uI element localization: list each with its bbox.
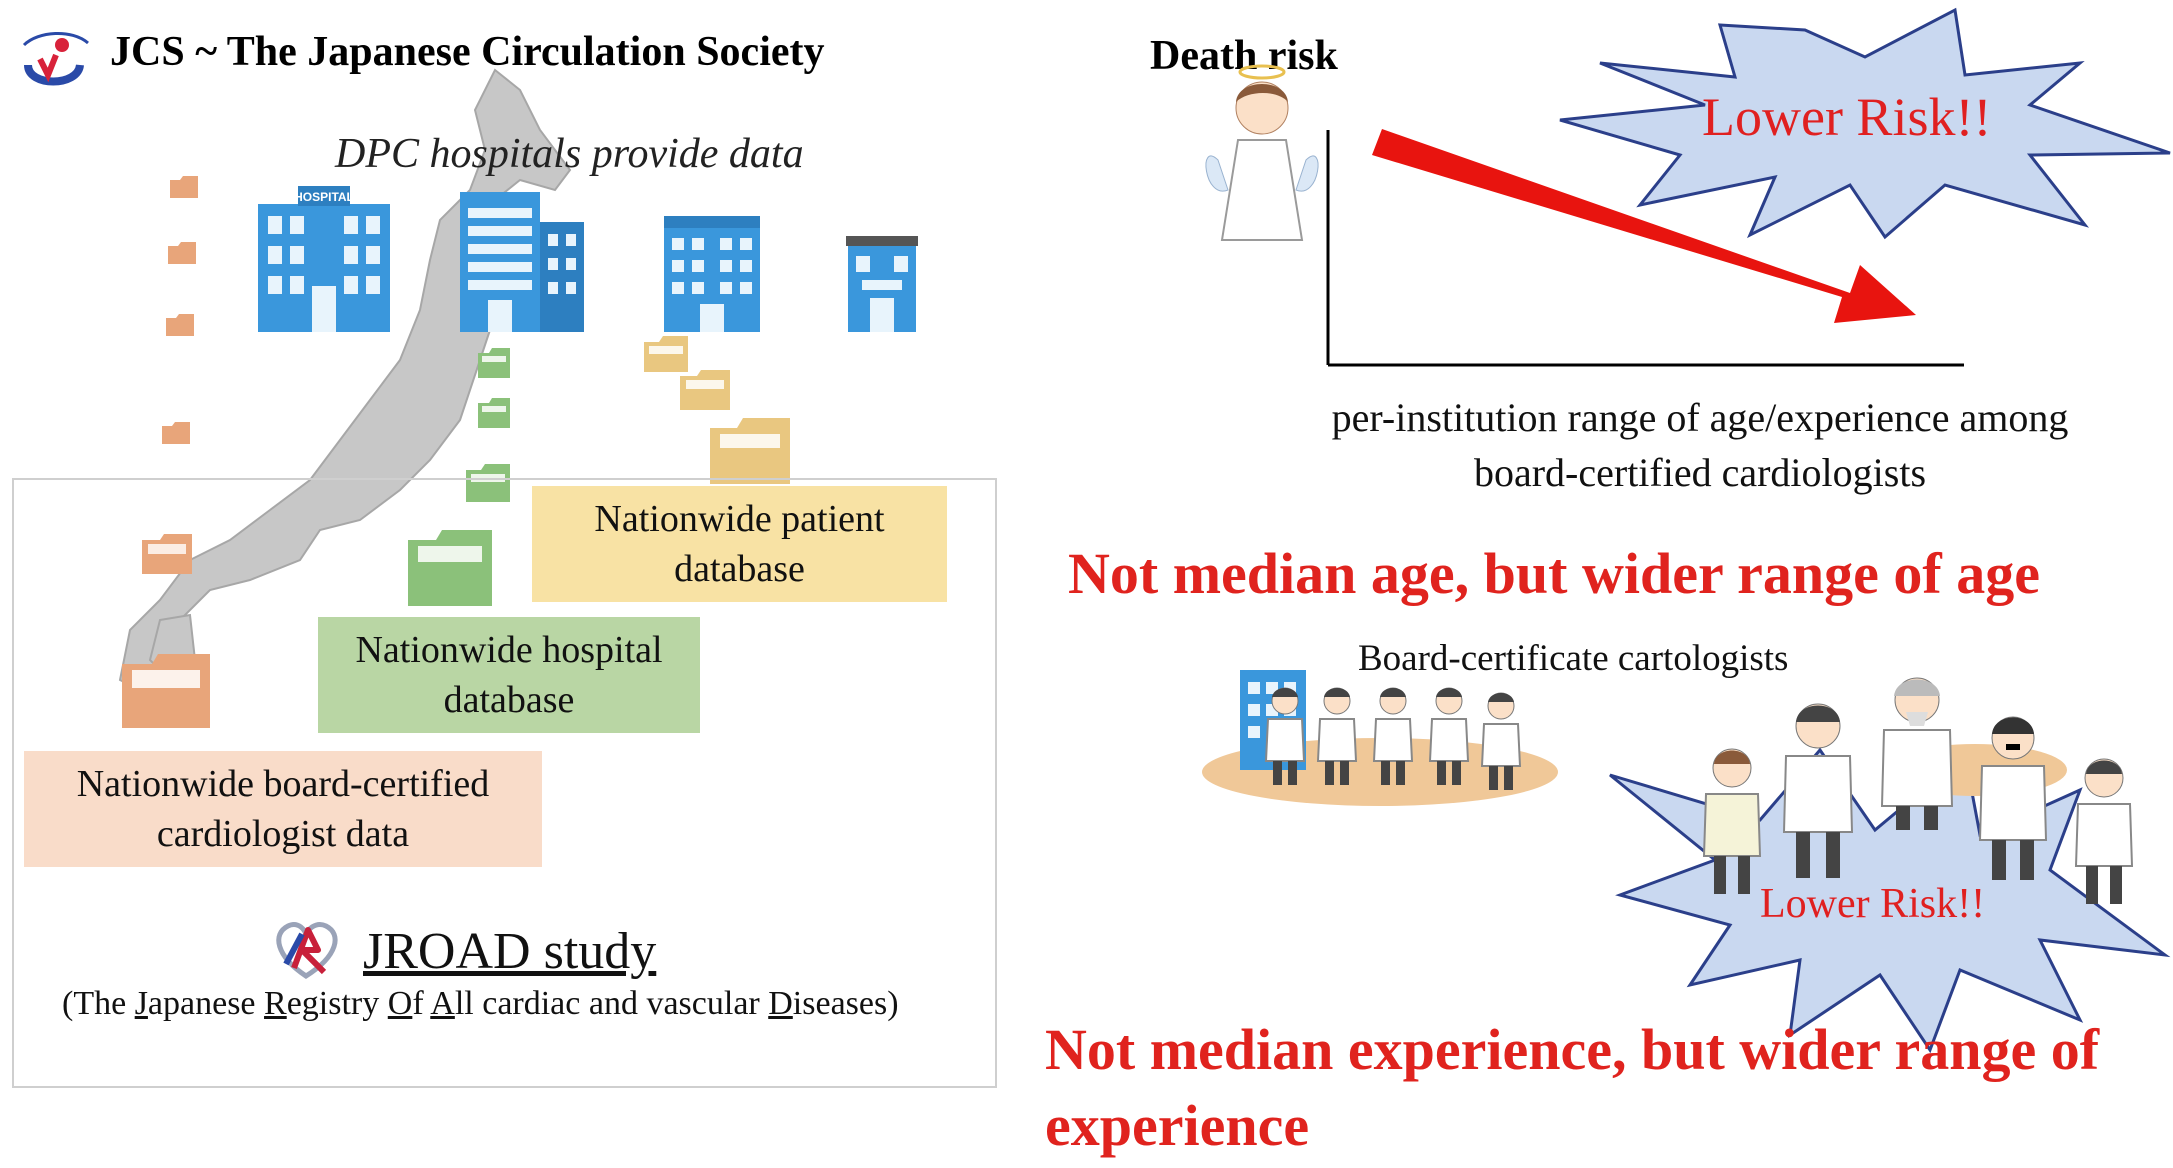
patient-database-line2: database: [674, 548, 805, 590]
headline-age: Not median age, but wider range of age: [1068, 541, 2040, 606]
x-axis-caption-line2: board-certified cardiologists: [1473, 450, 1927, 495]
x-axis-caption-line1: per-institution range of age/experience …: [1331, 395, 2069, 440]
mustached-doctor-icon: [1978, 716, 2048, 880]
death-risk-graph: [1326, 129, 1964, 367]
folder-icon: [122, 654, 210, 728]
young-doctor-icon: [1702, 748, 1762, 894]
cardiologist-database-line1: Nationwide board-certified: [76, 763, 490, 805]
subtitle-part: apanese: [147, 985, 265, 1022]
doctor-icon: [1316, 687, 1358, 785]
lower-risk-label-bottom: Lower Risk!!: [1760, 881, 1986, 927]
folder-icon: [408, 530, 492, 606]
doctor-icon: [1372, 687, 1414, 785]
lower-risk-label-top: Lower Risk!!: [1702, 87, 1992, 147]
subtitle-part: (The: [62, 985, 135, 1022]
hospital-database-line2: database: [443, 679, 575, 721]
cardiologist-database-box: Nationwide board-certified cardiologist d…: [24, 751, 542, 867]
folder-icon: [142, 534, 192, 574]
folder-icon: [478, 348, 510, 378]
dpc-caption: DPC hospitals provide data: [335, 131, 804, 177]
jroad-study-subtitle: (The Japanese Registry Of All cardiac an…: [62, 985, 899, 1023]
cardiologists-label: Board-certificate cartologists: [1358, 638, 1789, 679]
jcs-logo-icon: [22, 31, 89, 86]
x-axis-caption: per-institution range of age/experience …: [1200, 390, 2173, 500]
subtitle-initial-o: O: [387, 985, 413, 1022]
subtitle-part: egistry: [286, 985, 388, 1022]
cardiologist-database-line2: cardiologist data: [156, 813, 410, 855]
headline-experience: Not median experience, but wider range o…: [1045, 1017, 2100, 1158]
jroad-logo-icon: [276, 922, 338, 979]
subtitle-initial-j: J: [134, 985, 148, 1022]
decreasing-risk-arrow: [1372, 129, 1916, 323]
hospital-building-icon: HOSPITAL: [258, 186, 390, 332]
header-title: JCS ~ The Japanese Circulation Society: [110, 29, 825, 75]
folder-icon: [478, 398, 510, 428]
subtitle-part: ll cardiac and vascular: [454, 985, 769, 1022]
subtitle-initial-r: R: [264, 985, 287, 1022]
doctor-icon: [1480, 692, 1522, 790]
subtitle-part: f: [412, 985, 431, 1022]
hospital-sign: HOSPITAL: [294, 190, 354, 204]
hospital-database-line1: Nationwide hospital: [355, 629, 663, 671]
young-doctor-icon: [2074, 758, 2134, 904]
jroad-study-frame: [12, 478, 997, 1088]
hospital-building-icon: [664, 216, 760, 332]
lower-risk-burst-top: [1559, 7, 2171, 240]
folder-icon: [644, 336, 688, 372]
subtitle-initial-a: A: [430, 985, 455, 1022]
angel-icon: [1205, 64, 1319, 241]
jroad-study-title: JROAD study: [363, 923, 657, 980]
folder-icon: [168, 242, 196, 264]
doctor-icon: [1264, 687, 1306, 785]
hospital-database-box: Nationwide hospital database: [318, 617, 700, 733]
patient-database-line1: Nationwide patient: [594, 498, 885, 540]
senior-doctor-icon: [1880, 677, 1954, 830]
doctor-icon: [1428, 687, 1470, 785]
patient-database-box: Nationwide patient database: [532, 486, 947, 602]
folder-icon: [162, 422, 190, 444]
hospital-building-icon: [460, 192, 584, 332]
y-axis-label: Death risk: [1150, 33, 1338, 79]
folder-icon: [680, 370, 730, 410]
clinic-building-icon: [846, 236, 918, 332]
folder-icon: [166, 314, 194, 336]
folder-icon: [170, 176, 198, 198]
doctor-icon: [1782, 703, 1854, 878]
subtitle-initial-d: D: [768, 985, 793, 1022]
subtitle-part: iseases): [792, 985, 899, 1022]
folder-icon: [710, 418, 790, 484]
